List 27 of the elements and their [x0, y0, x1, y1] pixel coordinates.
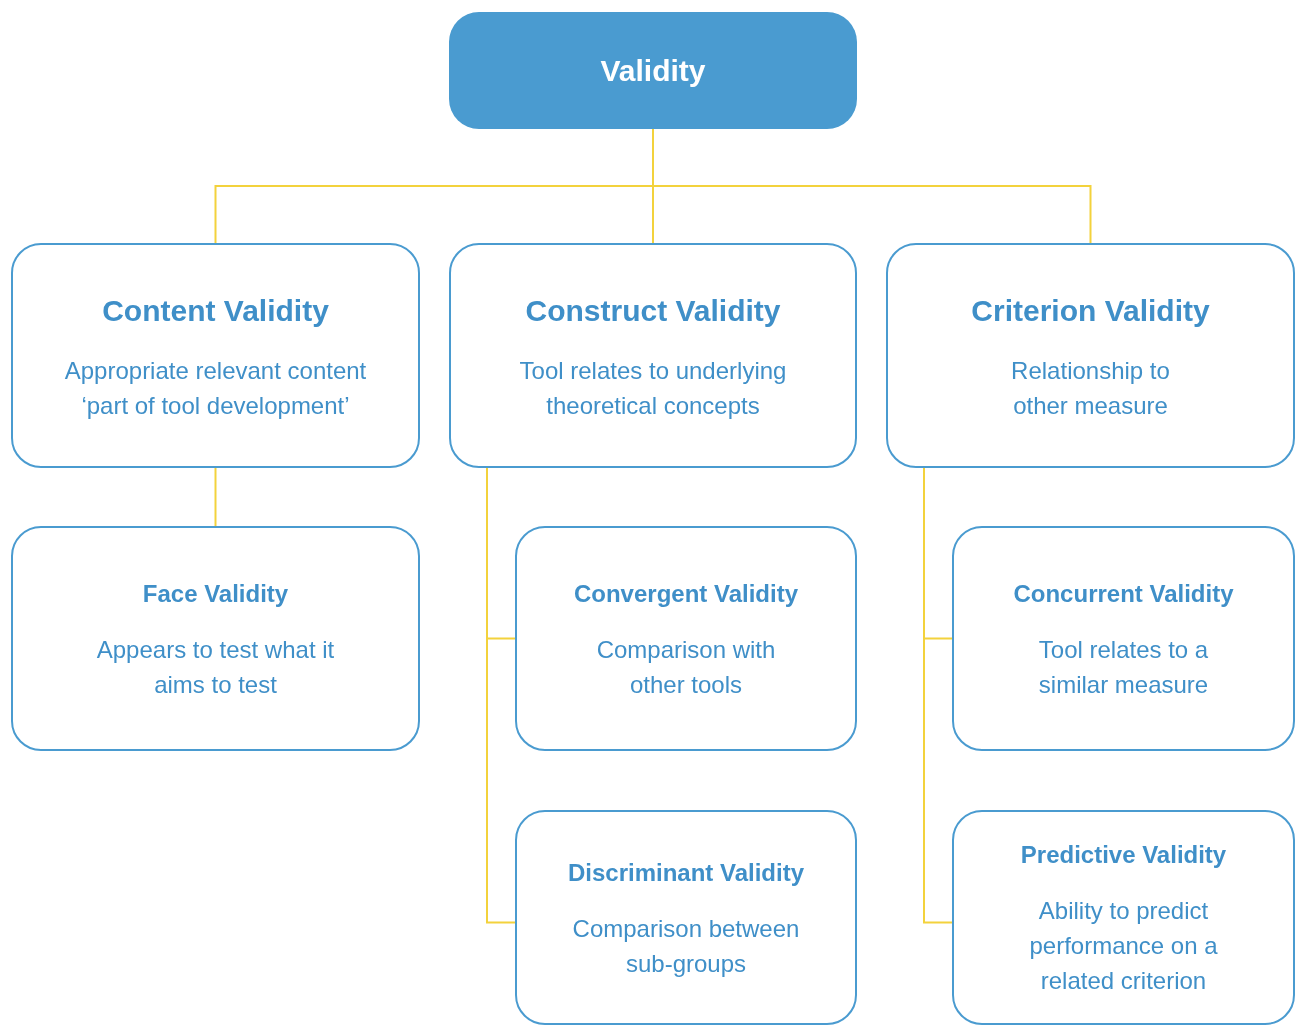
category-box — [11, 526, 420, 751]
box-description: Appropriate relevant content ‘part of tool development’ — [63, 356, 368, 421]
box-description: Tool relates to underlying theoretical concepts — [518, 356, 788, 421]
box-title: Construct Validity — [525, 293, 781, 329]
box-title: Face Validity — [142, 578, 289, 609]
box-description: Relationship to other measure — [1010, 356, 1171, 421]
category-box — [952, 810, 1295, 1025]
box-title: Content Validity — [102, 293, 329, 329]
box-description: Ability to predict performance on a related criterion — [1028, 896, 1219, 996]
box-title: Concurrent Validity — [1013, 578, 1234, 609]
connector-line — [214, 467, 217, 527]
box-description: Comparison between sub-groups — [571, 913, 801, 979]
box-title: Validity — [600, 53, 706, 89]
root-box — [449, 12, 857, 129]
box-description: Comparison with other tools — [595, 634, 777, 700]
box-description: Appears to test what it aims to test — [95, 634, 336, 700]
box-title: Criterion Validity — [971, 293, 1210, 329]
category-box — [515, 526, 857, 751]
category-box — [952, 526, 1295, 751]
category-box — [886, 243, 1295, 468]
category-box — [449, 243, 857, 468]
category-box — [515, 810, 857, 1025]
box-description: Tool relates to a similar measure — [1037, 634, 1210, 700]
category-box — [11, 243, 420, 468]
box-title: Discriminant Validity — [567, 857, 805, 888]
box-title: Predictive Validity — [1020, 840, 1227, 870]
box-title: Convergent Validity — [573, 578, 799, 609]
